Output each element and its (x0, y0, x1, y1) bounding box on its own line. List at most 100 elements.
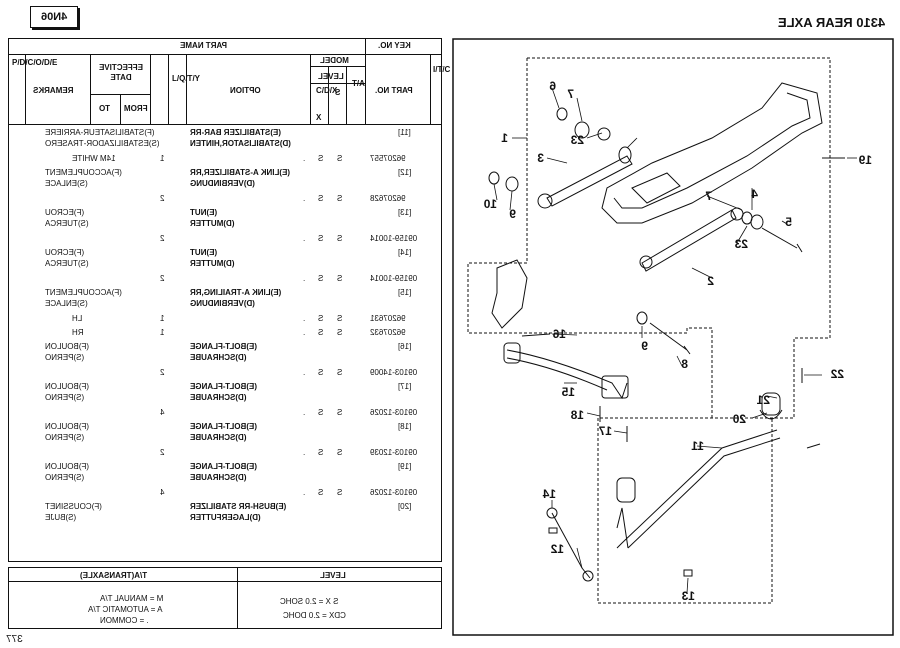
cell-de: (D)VERBINDUNG (190, 179, 255, 188)
cell-x: . (303, 448, 306, 457)
callout-label: 7 (705, 189, 712, 203)
header-to: TO (99, 104, 110, 113)
header-key-no: KEY NO. (378, 41, 411, 50)
callout-label: 1 (501, 131, 508, 145)
callout-label: 2 (707, 274, 714, 288)
header-lqty: L/Q/T/Y (172, 74, 200, 83)
cell-cdx: S (318, 448, 324, 457)
callout-label: 15 (561, 385, 575, 399)
callout-label: 10 (483, 197, 497, 211)
legend-ta-item: . = COMMON (100, 616, 149, 625)
cell-s: S (337, 448, 343, 457)
cell-es: (S)BUJE (45, 513, 77, 522)
cell-cdx: S (318, 328, 324, 337)
cell-de: (D)SCHRAUBE (190, 393, 247, 402)
cell-qty: 1 (160, 314, 165, 323)
cell-de: (D)VERBINDUNG (190, 299, 255, 308)
cell-cdx: S (318, 194, 324, 203)
cell-en: (E)BUSH-RR STABILIZER (190, 502, 287, 511)
parts-table (8, 38, 442, 562)
cell-de: (D)STABILISATOR,HINTEN (190, 139, 291, 148)
cell-s: S (337, 274, 343, 283)
callout-label: 9 (509, 207, 516, 221)
cell-s: S (337, 488, 343, 497)
cell-qty: 2 (160, 274, 165, 283)
cell-part: 09159-10014 (370, 234, 418, 243)
cell-key: [11] (398, 128, 411, 137)
callout-label: 3 (537, 151, 544, 165)
cell-key: [17] (398, 382, 412, 391)
cell-part: 96207557 (370, 154, 406, 163)
callout-label: 14 (542, 487, 556, 501)
cell-de: (D)MUTTER (190, 219, 235, 228)
cell-cdx: S (318, 234, 324, 243)
cell-fr: (F)ECROU (45, 208, 85, 217)
header-part-no: PART NO. (375, 86, 413, 95)
cell-remark: LH (72, 314, 83, 323)
cell-x: . (303, 194, 306, 203)
cell-es: (S)PERNO (45, 473, 85, 482)
cell-s: S (337, 314, 343, 323)
cell-part: 09103-12039 (370, 448, 418, 457)
callout-label: 20 (732, 412, 746, 426)
cell-qty: 2 (160, 194, 165, 203)
cell-qty: 4 (160, 408, 165, 417)
cell-s: S (337, 154, 343, 163)
cell-qty: 1 (160, 328, 165, 337)
rear-axle-diagram: 1 2 3 4 5 6 7 7 8 9 9 10 11 12 13 14 15 … (452, 38, 894, 636)
cell-key: [20] (398, 502, 412, 511)
legend-ta-item: M = MANUAL T/A (100, 594, 164, 603)
callout-label: 16 (552, 327, 566, 341)
callout-label: 23 (570, 133, 584, 147)
callout-label: 21 (756, 393, 770, 407)
cell-x: . (303, 328, 306, 337)
cell-en: (E)LINK A-TRAILING,RR (190, 288, 282, 297)
cell-x: . (303, 154, 306, 163)
cell-fr: (F)ACCOUPLEMENT (45, 288, 122, 297)
cell-cdx: S (318, 368, 324, 377)
callout-label: 12 (550, 542, 564, 556)
header-remarks: REMARKS (33, 86, 74, 95)
callout-label: 9 (641, 339, 648, 353)
header-x: X (316, 113, 322, 122)
cell-s: S (337, 328, 343, 337)
cell-fr: (F)COUSSINET (45, 502, 102, 511)
cell-es: (S)TUERCA (45, 259, 89, 268)
cell-s: S (337, 194, 343, 203)
cell-fr: (F)BOULON (45, 342, 89, 351)
cell-es: (S)PERNO (45, 433, 85, 442)
legend-ta-title: T/A(TRANSAXLE) (80, 571, 148, 580)
cell-en: (E)BOLT-FLANGE (190, 382, 257, 391)
cell-remark: 14M WHITE (72, 154, 116, 163)
legend-level-item: S X = 2.0 SOHC (280, 597, 339, 606)
header-ta: T/A (352, 79, 365, 88)
cell-s: S (337, 408, 343, 417)
cell-key: [19] (398, 462, 412, 471)
header-option: OPTION (230, 86, 261, 95)
cell-en: (E)BOLT-FLANGE (190, 342, 257, 351)
callout-label: 17 (598, 424, 612, 438)
cell-de: (D)SCHRAUBE (190, 353, 247, 362)
legend-ta-item: A = AUTOMATIC T/A (88, 605, 163, 614)
cell-key: [16] (398, 342, 412, 351)
legend-box (8, 567, 442, 629)
header-part-name: PART NAME (180, 41, 227, 50)
cell-part: 96207628 (370, 194, 406, 203)
cell-en: (E)NUT (190, 248, 218, 257)
cell-es: (S)PERNO (45, 393, 85, 402)
cell-cdx: S (318, 408, 324, 417)
cell-es: (S)ESTABILIZADOR-TRASERO (45, 139, 160, 148)
header-model: MODEL (320, 56, 349, 65)
cell-part: 09159-10014 (370, 274, 418, 283)
cell-fr: (F)BOULON (45, 462, 89, 471)
cell-key: [12] (398, 168, 412, 177)
cell-x: . (303, 488, 306, 497)
cell-part: 96207632 (370, 328, 406, 337)
cell-en: (E)STABILIZER BAR-RR (190, 128, 281, 137)
cell-key: [15] (398, 288, 412, 297)
cell-de: (D)SCHRAUBE (190, 473, 247, 482)
cell-en: (E)BOLT-FLANGE (190, 422, 257, 431)
cell-en: (E)NUT (190, 208, 218, 217)
page-number: 377 (6, 634, 23, 645)
section-title: 4310 REAR AXLE (778, 15, 886, 30)
